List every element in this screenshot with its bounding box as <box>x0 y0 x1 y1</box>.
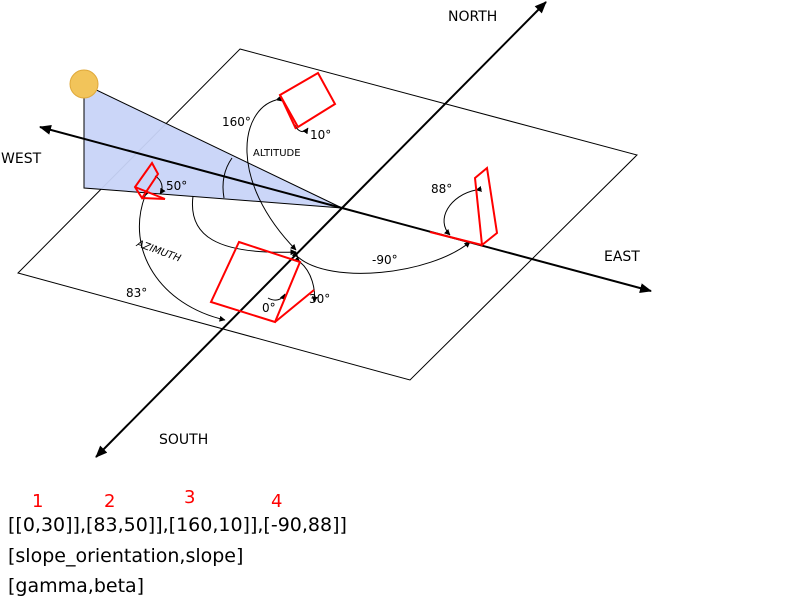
east-axis <box>341 207 652 293</box>
east-label: EAST <box>604 249 640 265</box>
sun-ray-triangle <box>83 83 343 209</box>
angle-0-label: 0° <box>262 301 276 315</box>
angle-160-label: 160° <box>222 115 251 129</box>
panel-number-3: 3 <box>184 487 195 508</box>
panel-number-1: 1 <box>32 491 43 512</box>
arc-30 <box>293 256 318 303</box>
parameter-symbols-line: [gamma,beta] <box>8 575 145 597</box>
ground-plane <box>17 48 638 381</box>
panel-number-4: 4 <box>271 491 282 512</box>
orientation-values-line: [[0,30]],[83,50]],[160,10]],[-90,88]] <box>8 514 347 536</box>
angle-83-label: 83° <box>126 286 147 300</box>
azimuth-label: AZIMUTH <box>134 238 183 265</box>
arc-88 <box>443 186 482 236</box>
sun-icon <box>69 69 99 99</box>
parameter-names-line: [slope_orientation,slope] <box>8 545 244 567</box>
angle-30-label: 30° <box>309 292 330 306</box>
angle-10-label: 10° <box>310 128 331 142</box>
panel-4 <box>429 166 499 247</box>
angle-88-label: 88° <box>431 182 452 196</box>
west-label: WEST <box>1 151 42 167</box>
angle-minus-90-label: -90° <box>372 253 398 267</box>
arc-0 <box>267 293 286 301</box>
angle-50-label: 50° <box>166 179 187 193</box>
north-south-axis <box>341 1 547 209</box>
arc-83 <box>138 189 226 322</box>
altitude-label: ALTITUDE <box>253 148 301 159</box>
panel-number-2: 2 <box>104 491 115 512</box>
south-label: SOUTH <box>159 432 208 448</box>
panel-1 <box>209 240 315 324</box>
arc-160 <box>246 95 297 251</box>
panel-2 <box>133 161 166 200</box>
panel-3 <box>278 71 337 130</box>
south-axis <box>95 207 343 458</box>
north-label: NORTH <box>448 9 497 25</box>
